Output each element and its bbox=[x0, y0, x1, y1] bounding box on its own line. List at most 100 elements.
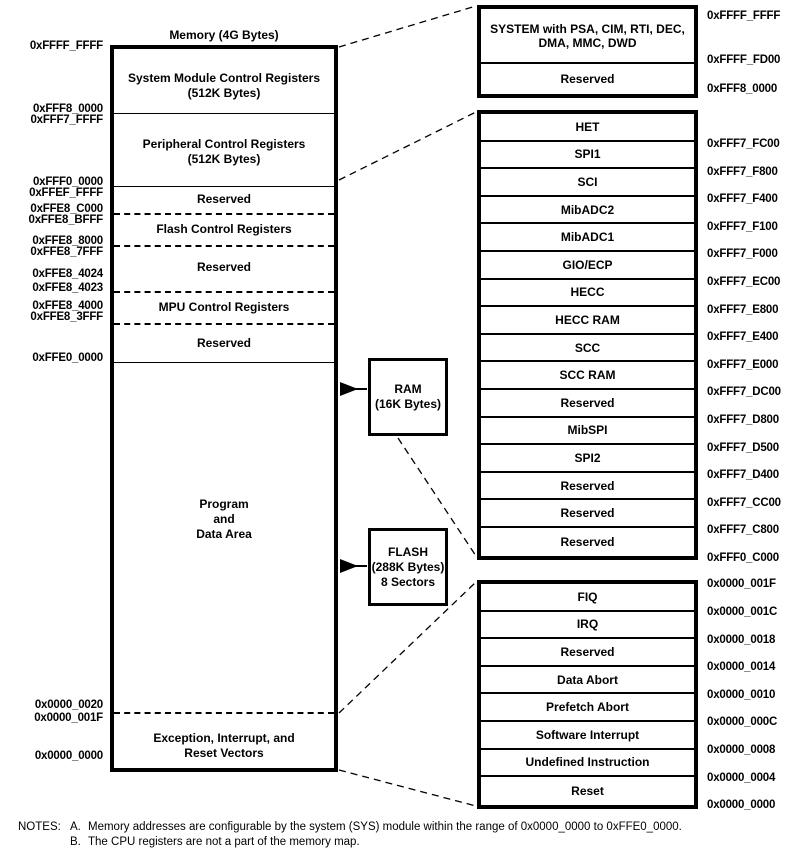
vector-panel-address-5: 0x0000_0008 bbox=[707, 744, 776, 756]
address-label-main-2: 0xFFF7_FFFF bbox=[30, 114, 103, 126]
peripheral-panel-row-4: MibADC1 bbox=[481, 224, 694, 252]
vector-panel-address-2: 0x0000_0014 bbox=[707, 661, 776, 674]
flash-sectors: 8 Sectors bbox=[380, 574, 435, 589]
note-letter-a: A. bbox=[70, 821, 81, 833]
peripheral-panel-row-label: GIO/ECP bbox=[562, 257, 613, 272]
system-panel-row-1: Reserved bbox=[560, 72, 615, 86]
peripheral-panel-row-label: MibADC2 bbox=[560, 202, 615, 217]
peripheral-panel-address-5: 0xFFF7_EC00 bbox=[707, 276, 781, 288]
peripheral-panel-row-label: HECC RAM bbox=[555, 312, 620, 327]
vector-panel-row-6: Undefined Instruction bbox=[481, 750, 694, 778]
address-label-main-0: 0xFFFF_FFFF bbox=[29, 40, 103, 52]
notes-heading: NOTES: bbox=[18, 821, 61, 833]
peripheral-panel-row-7: HECC RAM bbox=[481, 307, 694, 335]
vector-panel-row-label: FIQ bbox=[577, 589, 598, 604]
peripheral-panel-address-7: 0xFFF7_E400 bbox=[707, 331, 779, 344]
address-label-main-10: 0xFFE8_4023 bbox=[32, 282, 103, 294]
leader-vector-bottom bbox=[338, 769, 477, 807]
peripheral-panel-row-label: Reserved bbox=[560, 534, 615, 549]
peripheral-panel-address-1: 0xFFF7_F800 bbox=[707, 165, 778, 178]
note-item-b: B. The CPU registers are not a part of t… bbox=[18, 835, 788, 850]
main-memory-block: System Module Control Registers (512K By… bbox=[110, 45, 338, 772]
segment-line-1: Exception, Interrupt, and bbox=[153, 731, 295, 745]
vector-panel-address-0: 0x0000_001C bbox=[707, 606, 778, 618]
flash-callout-box: FLASH (288K Bytes) 8 Sectors bbox=[368, 528, 448, 606]
vector-panel-row-7: Reset bbox=[481, 777, 694, 805]
notes-heading-spacer bbox=[18, 835, 70, 850]
peripheral-panel-row-11: MibSPI bbox=[481, 418, 694, 446]
peripheral-panel-address-10: 0xFFF7_D800 bbox=[707, 414, 779, 426]
vector-panel-row-label: Undefined Instruction bbox=[525, 755, 650, 770]
peripheral-panel-row-label: SCC bbox=[574, 340, 601, 355]
vector-panel-address-1: 0x0000_0018 bbox=[707, 633, 776, 646]
vector-panel-row-label: Data Abort bbox=[557, 672, 618, 687]
segment-line-2: (512K Bytes) bbox=[187, 152, 261, 166]
segment-program-and-data-area: Program and Data Area bbox=[114, 497, 334, 542]
peripheral-panel-address-2: 0xFFF7_F400 bbox=[707, 193, 778, 206]
note-item-a: NOTES: A. Memory addresses are configura… bbox=[18, 820, 788, 835]
main-memory-title: Memory (4G Bytes) bbox=[169, 28, 279, 42]
leader-peripheral-top bbox=[338, 111, 477, 181]
divider-reserved-program bbox=[114, 362, 334, 363]
segment-system-module-control-registers: System Module Control Registers (512K By… bbox=[114, 71, 334, 101]
peripheral-panel-row-2: SCI bbox=[481, 169, 694, 197]
vector-panel-row-label: Reset bbox=[571, 783, 604, 798]
vector-panel-row-3: Data Abort bbox=[481, 667, 694, 695]
peripheral-panel-address-11: 0xFFF7_D500 bbox=[707, 441, 779, 454]
peripheral-panel-row-10: Reserved bbox=[481, 390, 694, 418]
peripheral-panel-address-12: 0xFFF7_D400 bbox=[707, 469, 779, 482]
address-label-main-1: 0xFFF8_0000 bbox=[32, 103, 103, 115]
address-label-main-13: 0xFFE0_0000 bbox=[32, 352, 103, 364]
address-label-main-5: 0xFFE8_C000 bbox=[30, 203, 103, 215]
vector-panel-row-0: FIQ bbox=[481, 584, 694, 612]
peripheral-panel-row-1: SPI1 bbox=[481, 142, 694, 170]
peripheral-panel-address-6: 0xFFF7_E800 bbox=[707, 303, 779, 316]
ram-size: (16K Bytes) bbox=[374, 397, 442, 411]
segment-line-3: Data Area bbox=[196, 527, 252, 541]
flash-size: (288K Bytes) bbox=[371, 559, 445, 574]
vector-panel-address-3: 0x0000_0010 bbox=[707, 688, 776, 701]
segment-line-2: (512K Bytes) bbox=[187, 86, 261, 100]
peripheral-panel-row-label: MibADC1 bbox=[560, 230, 615, 245]
vector-panel-row-5: Software Interrupt bbox=[481, 722, 694, 750]
note-text-b: The CPU registers are not a part of the … bbox=[88, 836, 360, 848]
system-panel-row-0: SYSTEM with PSA, CIM, RTI, DEC, DMA, MMC… bbox=[481, 9, 694, 64]
peripheral-panel-address-15: 0xFFF0_C000 bbox=[707, 552, 779, 564]
segment-exception-interrupt-reset-vectors: Exception, Interrupt, and Reset Vectors bbox=[114, 731, 334, 761]
dashed-divider-mpu-top bbox=[114, 291, 334, 293]
peripheral-panel-row-label: HECC bbox=[570, 285, 605, 300]
segment-flash-control-registers: Flash Control Registers bbox=[156, 222, 292, 236]
address-label-main-11: 0xFFE8_4000 bbox=[32, 300, 103, 312]
peripheral-panel-row-label: MibSPI bbox=[567, 423, 608, 438]
system-panel: SYSTEM with PSA, CIM, RTI, DEC, DMA, MMC… bbox=[477, 5, 698, 98]
system-panel-address-2: 0xFFF8_0000 bbox=[707, 83, 778, 95]
segment-reserved-3: Reserved bbox=[196, 336, 252, 350]
segment-peripheral-control-registers: Peripheral Control Registers (512K Bytes… bbox=[114, 137, 334, 167]
dashed-divider-vectors bbox=[114, 712, 334, 714]
peripheral-panel-address-4: 0xFFF7_F000 bbox=[707, 248, 778, 261]
note-letter-b: B. bbox=[70, 836, 81, 848]
peripheral-panel-row-label: SPI1 bbox=[574, 147, 601, 162]
vector-panel-address-6: 0x0000_0004 bbox=[707, 771, 776, 784]
leader-system-top bbox=[338, 5, 477, 48]
address-label-main-4: 0xFFEF_FFFF bbox=[29, 187, 103, 199]
peripheral-panel-row-label: Reserved bbox=[560, 506, 615, 521]
system-panel-row-line-2: DMA, MMC, DWD bbox=[538, 35, 637, 50]
segment-line-2: Reset Vectors bbox=[184, 746, 264, 760]
segment-reserved-1: Reserved bbox=[196, 192, 252, 206]
peripheral-panel-row-0: HET bbox=[481, 114, 694, 142]
ram-callout-box: RAM (16K Bytes) bbox=[368, 358, 448, 436]
system-panel-address-1: 0xFFFF_FD00 bbox=[707, 54, 781, 66]
address-label-main-9: 0xFFE8_4024 bbox=[32, 268, 103, 280]
vector-panel-address-4: 0x0000_000C bbox=[707, 716, 778, 729]
vector-panel-row-label: IRQ bbox=[576, 617, 599, 632]
peripheral-panel-row-8: SCC bbox=[481, 335, 694, 363]
dashed-divider-mpu-bottom bbox=[114, 323, 334, 325]
address-label-main-14: 0x0000_0020 bbox=[34, 699, 103, 711]
divider-sys-periph bbox=[114, 113, 334, 114]
system-panel-address-0: 0xFFFF_FFFF bbox=[707, 10, 781, 22]
peripheral-panel-row-label: HET bbox=[575, 119, 600, 134]
peripheral-panel-row-13: Reserved bbox=[481, 473, 694, 501]
